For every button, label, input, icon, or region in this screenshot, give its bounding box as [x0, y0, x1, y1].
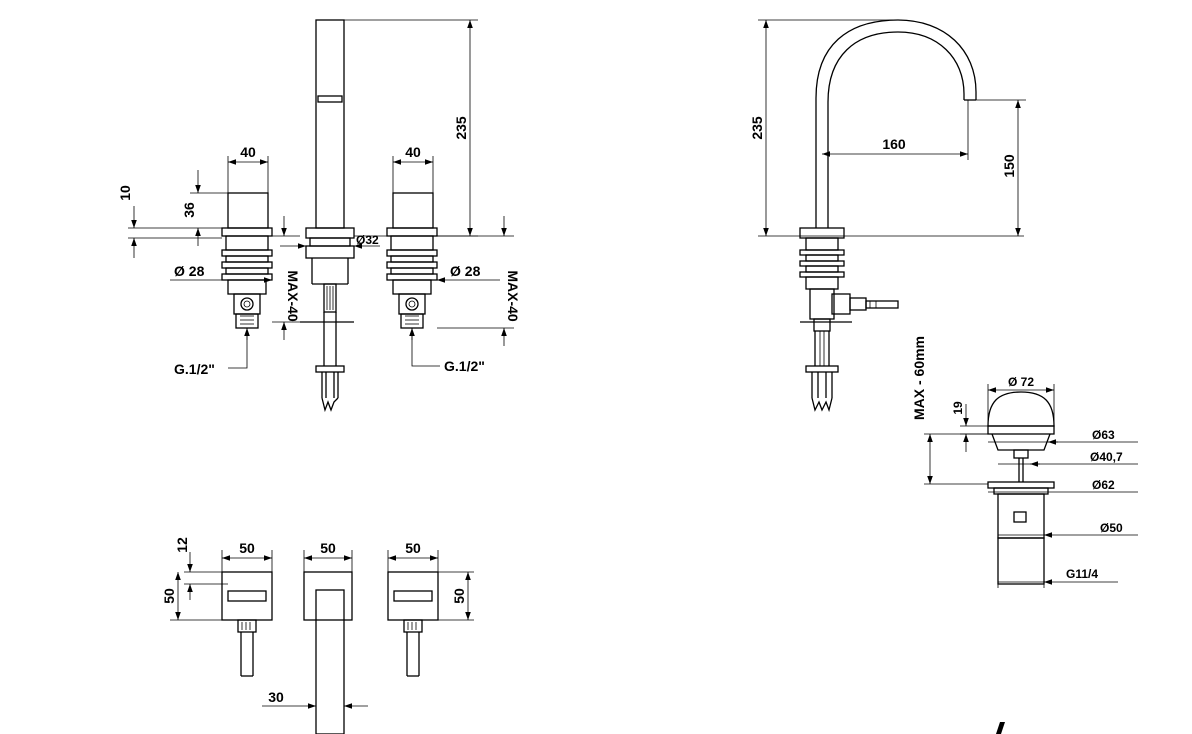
dim-spout-reach: 160	[822, 100, 969, 160]
label-handle-height: 36	[181, 202, 197, 218]
waste-body	[987, 391, 1055, 585]
gooseneck-spout	[815, 19, 977, 228]
spout-column	[300, 19, 355, 413]
label-plan-left-depth: 50	[161, 588, 177, 604]
plan-view: 50 50 50 12 50	[161, 537, 474, 734]
dim-spout-height: 235	[344, 19, 478, 237]
dim-plan-spout-width: 30	[262, 689, 368, 709]
dim-left-shank: Ø 28	[170, 263, 272, 283]
dim-left-offset: 10	[117, 185, 222, 258]
plan-spout	[303, 571, 353, 734]
dim-plan-center-width: 50	[303, 540, 353, 572]
dim-plan-left-width: 50	[221, 540, 273, 572]
label-plan-left-width: 50	[239, 540, 255, 556]
dim-right-shank: Ø 28	[437, 263, 500, 283]
side-body	[799, 227, 899, 413]
label-waste-thread: G11/4	[1066, 567, 1098, 581]
dim-cap-diameter: Ø 72	[987, 375, 1055, 426]
dim-flange-top: Ø63	[988, 428, 1138, 445]
right-valve	[386, 192, 438, 329]
dim-handle-height: 36	[181, 170, 228, 246]
dim-waste-thread: G11/4	[997, 567, 1118, 588]
label-right-handle-width: 40	[405, 144, 421, 160]
label-plan-right-depth: 50	[451, 588, 467, 604]
label-plan-center-width: 50	[320, 540, 336, 556]
label-left-shank: Ø 28	[174, 263, 205, 279]
dim-cap-height: 19	[951, 401, 988, 452]
label-left-handle-width: 40	[240, 144, 256, 160]
label-right-shank: Ø 28	[450, 263, 481, 279]
label-waste-max: MAX - 60mm	[911, 336, 927, 420]
dim-waste-max: MAX - 60mm	[911, 336, 988, 485]
label-spout-reach: 160	[882, 136, 906, 152]
dim-plan-left-offset: 12	[174, 537, 228, 600]
label-plan-left-offset: 12	[174, 537, 190, 553]
dim-plan-right-depth: 50	[438, 571, 474, 621]
dim-plan-left-depth: 50	[161, 572, 222, 621]
label-flange-bottom: Ø62	[1092, 478, 1115, 492]
label-body-diameter: Ø50	[1100, 521, 1123, 535]
dim-left-handle-width: 40	[227, 144, 269, 193]
label-base-diameter: Ø32	[356, 233, 379, 247]
dim-stem: Ø40,7	[998, 450, 1138, 467]
label-right-connection: G.1/2"	[444, 358, 485, 374]
label-cap-height: 19	[951, 401, 965, 415]
label-spout-height: 235	[453, 116, 469, 140]
plan-right-handle	[387, 571, 439, 677]
label-stem: Ø40,7	[1090, 450, 1123, 464]
front-elevation: 235 40 40 36 1	[117, 19, 521, 413]
corner-mark	[996, 722, 1005, 734]
label-right-max: MAX-40	[505, 270, 521, 322]
dim-plan-right-width: 50	[387, 540, 439, 572]
leader-right-connection: G.1/2"	[409, 328, 485, 374]
waste-detail: MAX - 60mm Ø 72 19 Ø63 Ø40,7	[911, 336, 1138, 588]
label-spout-outlet-height: 150	[1001, 154, 1017, 178]
label-plan-right-width: 50	[405, 540, 421, 556]
label-left-max: MAX-40	[285, 270, 301, 322]
dim-side-height: 235	[749, 19, 1024, 237]
label-left-offset: 10	[117, 185, 133, 201]
leader-left-connection: G.1/2"	[174, 328, 250, 377]
label-flange-top: Ø63	[1092, 428, 1115, 442]
dim-body-diameter: Ø50	[998, 521, 1138, 538]
dim-right-max: MAX-40	[437, 216, 521, 346]
dim-base-diameter: Ø32	[280, 233, 380, 249]
dim-left-max: MAX-40	[272, 216, 301, 340]
dim-spout-outlet-height: 150	[976, 99, 1026, 236]
side-elevation: 235 160 150	[749, 19, 1026, 413]
label-left-connection: G.1/2"	[174, 361, 215, 377]
plan-left-handle	[221, 571, 273, 677]
dim-flange-bottom: Ø62	[988, 478, 1138, 493]
label-plan-spout-width: 30	[268, 689, 284, 705]
left-valve	[221, 192, 273, 329]
label-side-height: 235	[749, 116, 765, 140]
label-cap-diameter: Ø 72	[1008, 375, 1034, 389]
dim-right-handle-width: 40	[392, 144, 434, 193]
